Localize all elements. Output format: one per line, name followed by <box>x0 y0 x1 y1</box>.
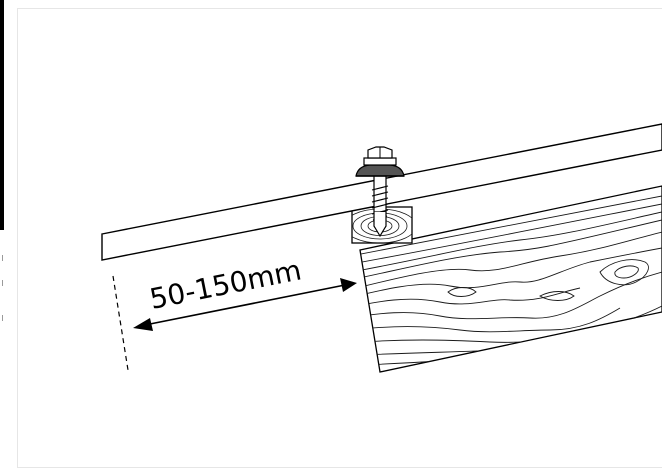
arrow-right-icon <box>340 278 357 292</box>
left-edge-tick <box>2 280 3 286</box>
left-edge-tick <box>2 255 3 261</box>
overhang-dimension: 50-150mm <box>112 253 357 371</box>
sealing-washer <box>355 164 405 177</box>
left-edge-bar <box>0 0 4 230</box>
dimension-line <box>144 284 346 326</box>
roofing-screw <box>355 146 405 238</box>
sheet-edge-guide <box>112 275 129 371</box>
timber-rafter <box>359 185 662 373</box>
screw-head-flange <box>363 157 397 166</box>
dimension-label: 50-150mm <box>147 253 304 315</box>
arrow-left-icon <box>133 318 153 331</box>
left-edge-tick <box>2 315 3 321</box>
